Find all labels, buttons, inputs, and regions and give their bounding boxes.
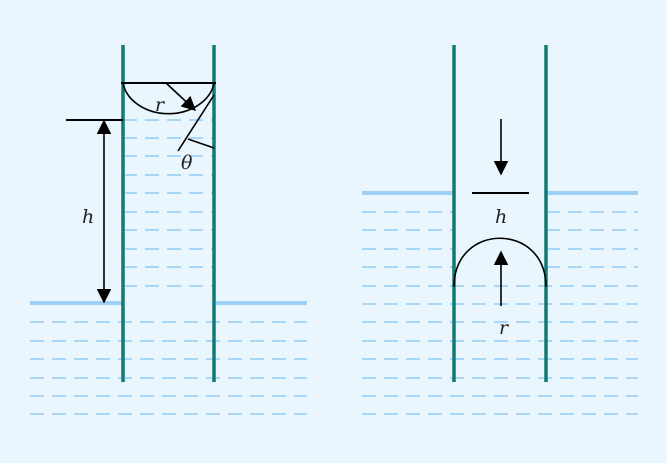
left-column-liquid [123, 119, 214, 287]
left-tangent-line [177, 94, 215, 152]
right-radius-label: r [499, 317, 510, 339]
right-meniscus-arc [453, 237, 547, 288]
left-radius-label: r [155, 94, 166, 116]
right-reservoir-liquid [362, 211, 638, 415]
left-height-label: h [82, 206, 94, 228]
right-height-label: h [495, 206, 507, 228]
left-radius-arrow [165, 82, 197, 111]
left-meniscus-arc [122, 82, 215, 115]
left-panel: h r θ [30, 45, 307, 415]
left-reservoir-liquid [30, 321, 307, 415]
left-angle-label: θ [181, 152, 193, 174]
left-angle-tick [187, 138, 215, 149]
right-panel: h r [362, 45, 638, 415]
